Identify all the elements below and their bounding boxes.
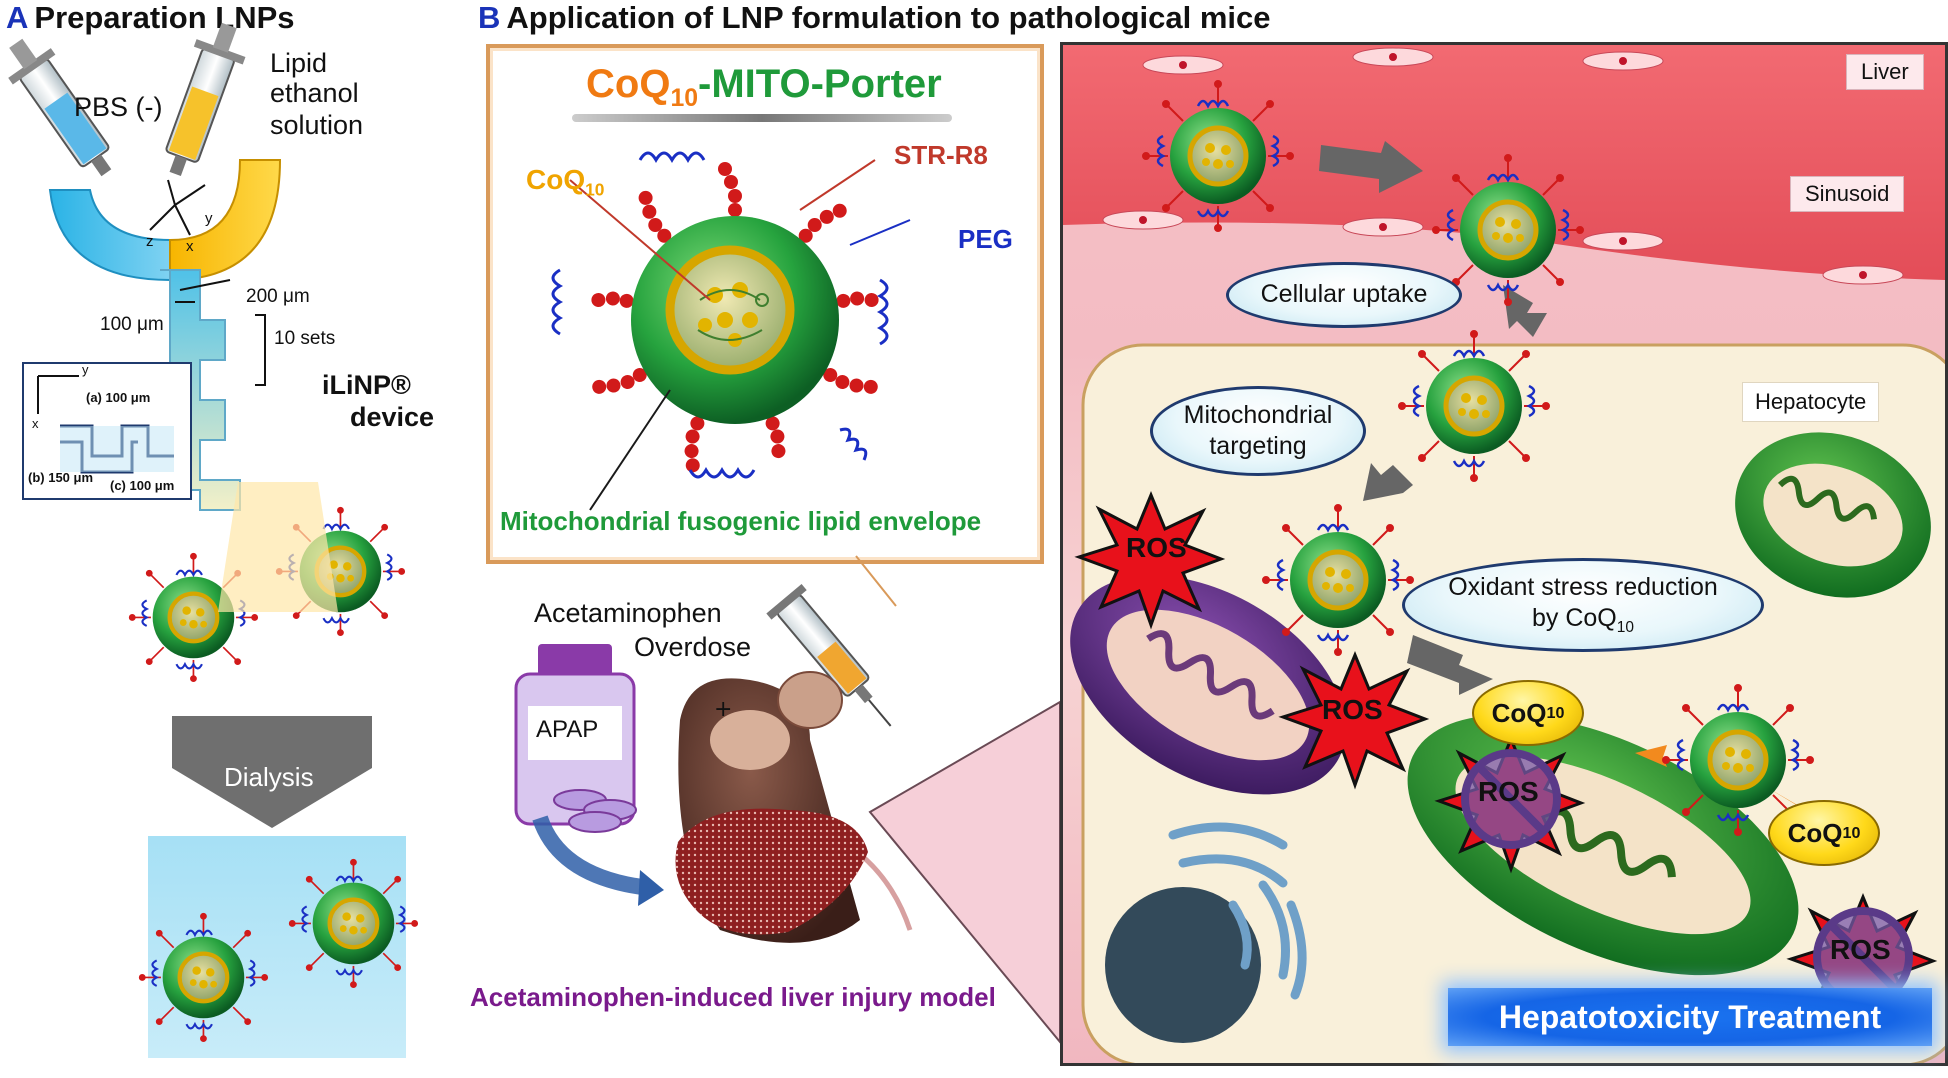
mito-targeting-line-2: targeting (1209, 432, 1307, 460)
liver-tag: Liver (1846, 54, 1924, 90)
coq-bubble-1-sub: 10 (1546, 703, 1565, 722)
glow-icon (218, 482, 338, 612)
oxidant-stress-pill: Oxidant stress reduction by CoQ10 (1402, 558, 1764, 652)
liver-icon (675, 808, 868, 935)
ros-label-3: ROS (1478, 776, 1539, 807)
oxidant-line-2-text: by CoQ (1531, 604, 1617, 633)
peg-label: PEG (958, 224, 1013, 254)
hepatocyte-tag: Hepatocyte (1742, 382, 1880, 422)
cellular-uptake-pill: Cellular uptake (1226, 262, 1462, 328)
title-coq: CoQ (586, 62, 671, 106)
channel-inset: y x (a) 100 μm (b) 150 μm (c) 100 μm (22, 362, 192, 500)
treatment-banner: Hepatotoxicity Treatment (1448, 988, 1932, 1046)
liver-tissue-panel (1060, 42, 1948, 1066)
panel-b-letter: B (478, 0, 501, 35)
title-rest: -MITO-Porter (698, 62, 942, 106)
arrow-icon (532, 815, 664, 906)
ros-label-2: ROS (1322, 694, 1383, 725)
axis-z-label: z (146, 233, 154, 250)
zoom-wedge (868, 700, 1061, 1045)
axis-y-label: y (205, 210, 213, 227)
lnp-particle-icon (1263, 505, 1413, 655)
bottle-icon (514, 644, 637, 833)
dim-sets-label: 10 sets (274, 328, 336, 349)
dim-200-label: 200 μm (246, 286, 310, 307)
ros-burst-icon (1278, 651, 1430, 790)
lipid-label-1: Lipid (270, 48, 328, 78)
coq-bubble-2-sub: 10 (1842, 823, 1861, 842)
microfluidic-device-graphic (8, 22, 282, 511)
inset-a-label: (a) 100 μm (86, 390, 151, 405)
dim-100-label: 100 μm (100, 314, 164, 335)
mitochondria-icon (1735, 432, 1931, 598)
ros-label-1: ROS (1126, 532, 1187, 563)
coq-bubble-2-text: CoQ (1787, 817, 1843, 848)
coq-pointer-label: CoQ10 (526, 164, 604, 201)
syringe-icon (8, 38, 112, 177)
syringe-icon (766, 583, 892, 727)
device-label-2: device (350, 402, 435, 432)
panel-a-letter: A (6, 0, 29, 35)
pbs-label: PBS (-) (74, 92, 163, 122)
svg-text:+: + (714, 697, 732, 722)
arrow-icon (172, 716, 372, 828)
panel-b-title: Application of LNP formulation to pathol… (506, 0, 1271, 35)
ros-label-4: ROS (1830, 934, 1891, 965)
mito-porter-particle (551, 151, 911, 511)
acetaminophen-label-2: Overdose (634, 632, 752, 662)
lnp-particle-icon (138, 912, 268, 1042)
oxidant-line-1: Oxidant stress reduction (1448, 573, 1718, 602)
device-label-1: iLiNP® (322, 370, 411, 400)
apap-label: APAP (536, 716, 599, 743)
connector-line (855, 555, 897, 607)
inset-y-label: y (82, 362, 89, 377)
model-label: Acetaminophen-induced liver injury model (470, 982, 996, 1012)
str-r8-label: STR-R8 (894, 140, 988, 170)
panel-a-title: Preparation LNPs (34, 0, 295, 35)
inset-c-label: (c) 100 μm (110, 478, 175, 493)
lipid-label-3: solution (270, 110, 364, 140)
inset-x-label: x (32, 416, 39, 431)
envelope-label: Mitochondrial fusogenic lipid envelope (500, 506, 982, 536)
coq-bubble-1-text: CoQ (1491, 697, 1547, 728)
mitochondria-icon (1070, 575, 1346, 795)
inset-b-label: (b) 150 μm (28, 470, 94, 485)
sinusoid-tag: Sinusoid (1790, 176, 1905, 212)
coq-label-text: CoQ (526, 164, 586, 195)
ros-burst-icon (1074, 491, 1226, 630)
lnp-particle-icon (1433, 155, 1583, 305)
lipid-label-2: ethanol (270, 78, 359, 108)
mito-porter-title: CoQ10-MITO-Porter (586, 62, 942, 113)
syringe-icon (165, 22, 246, 177)
coq-label-sub: 10 (585, 179, 605, 200)
lnp-particle-icon (1399, 331, 1549, 481)
mito-targeting-pill: Mitochondrial targeting (1150, 386, 1366, 476)
axis-x-label: x (186, 238, 194, 255)
oxidant-line-2: by CoQ10 (1532, 603, 1634, 637)
title-underline (572, 114, 952, 122)
lnp-particle-icon (1143, 81, 1293, 231)
lnp-particle-icon (288, 858, 418, 988)
oxidant-line-2-sub: 10 (1616, 619, 1634, 637)
ros-burst-icon (1434, 735, 1586, 874)
dialysis-label: Dialysis (224, 762, 314, 792)
mito-targeting-line-1: Mitochondrial (1183, 400, 1333, 429)
acetaminophen-label-1: Acetaminophen (534, 598, 722, 628)
title-coq-sub: 10 (670, 85, 699, 112)
